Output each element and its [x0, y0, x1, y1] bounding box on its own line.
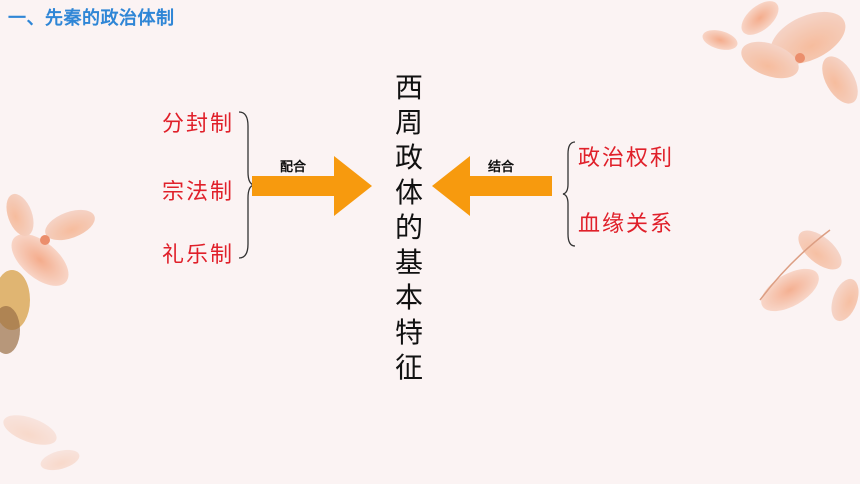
- left-brace-icon: [562, 141, 576, 247]
- list-item: 政治权利: [578, 146, 675, 171]
- left-arrow-label: 配合: [280, 160, 307, 175]
- list-item: 礼乐制: [162, 243, 235, 268]
- title-char: 周: [394, 106, 423, 139]
- title-char: 西: [394, 71, 423, 104]
- title-char: 基: [394, 246, 423, 279]
- list-item: 宗法制: [162, 180, 235, 205]
- right-arrow-label: 结合: [488, 160, 515, 175]
- list-item: 血缘关系: [578, 212, 675, 237]
- list-item: 分封制: [162, 112, 235, 137]
- center-vertical-title: 西 周 政 体 的 基 本 特 征: [391, 70, 427, 385]
- right-arrow-icon: [252, 156, 372, 216]
- section-title: 一、先秦的政治体制: [8, 8, 175, 29]
- left-arrow-icon: [432, 156, 552, 216]
- title-char: 的: [394, 211, 423, 244]
- title-char: 政: [394, 141, 423, 174]
- title-char: 特: [394, 316, 423, 349]
- title-char: 征: [394, 351, 423, 384]
- title-char: 本: [394, 281, 423, 314]
- title-char: 体: [394, 176, 423, 209]
